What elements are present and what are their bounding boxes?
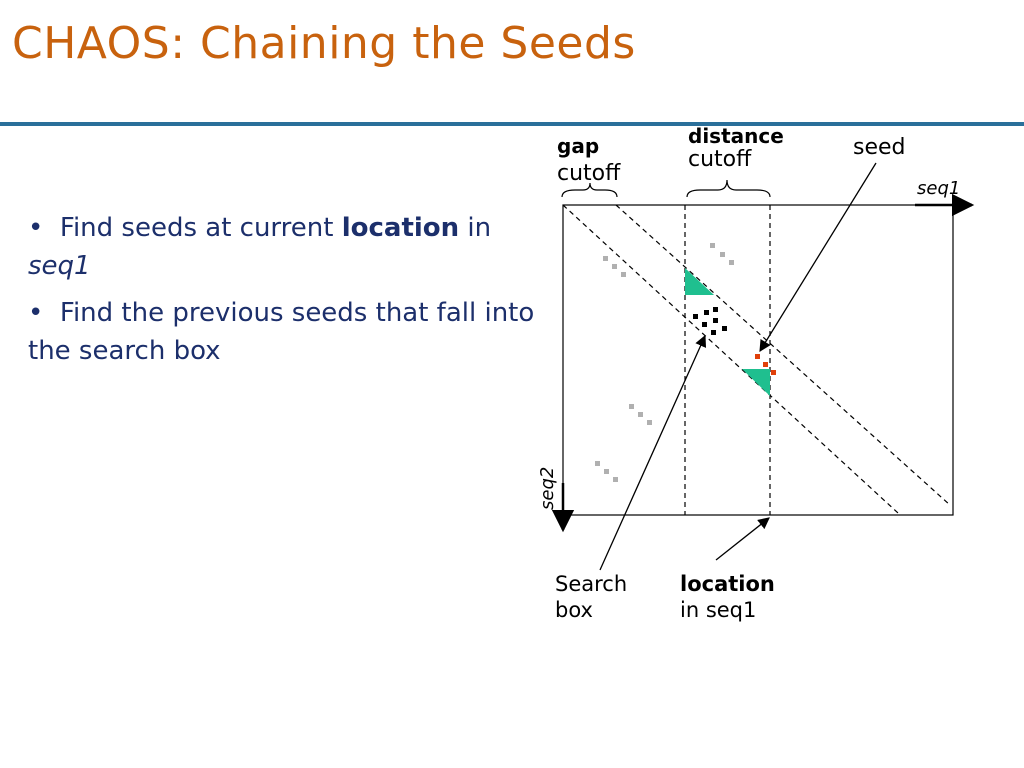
current-seed-dot xyxy=(771,370,776,375)
grey-seed-dot xyxy=(595,461,600,466)
bullet-1-italic: seq1 xyxy=(28,250,91,281)
current-seed-dot xyxy=(755,354,760,359)
seq2-label: seq2 xyxy=(537,467,558,510)
seed-pointer-arrow xyxy=(759,162,877,352)
gap-label: gap xyxy=(557,134,599,158)
bullet-marker: • xyxy=(28,213,60,243)
candidate-seeds xyxy=(693,307,727,335)
distance-cutoff-label: cutoff xyxy=(688,147,752,172)
grey-seed-dot xyxy=(612,264,617,269)
current-seed-dot xyxy=(763,362,768,367)
candidate-seed-dot xyxy=(711,330,716,335)
grey-seed-dot xyxy=(729,260,734,265)
band-line-lower xyxy=(615,204,951,506)
location-label: location xyxy=(680,572,775,596)
bullet-find-seeds: • Find seeds at current location in seq1 xyxy=(28,210,548,285)
grey-seed-dot xyxy=(638,412,643,417)
location-pointer-arrow xyxy=(715,517,770,561)
gap-cutoff-label: cutoff xyxy=(557,161,621,186)
seq1-label: seq1 xyxy=(917,178,960,199)
grey-seed-dot xyxy=(647,420,652,425)
candidate-seed-dot xyxy=(713,307,718,312)
grey-seed-dot xyxy=(720,252,725,257)
slide-title: CHAOS: Chaining the Seeds xyxy=(12,18,636,69)
current-seed xyxy=(755,354,776,375)
seed-label: seed xyxy=(853,135,906,160)
bullet-1-prefix: Find seeds at current xyxy=(59,213,342,243)
bullet-previous-seeds: • Find the previous seeds that fall into… xyxy=(28,295,548,370)
other-seeds xyxy=(595,243,734,482)
candidate-seed-dot xyxy=(693,314,698,319)
distance-cutoff-brace xyxy=(686,179,771,198)
bullet-2-text: Find the previous seeds that fall into t… xyxy=(28,298,535,367)
band-line-upper xyxy=(562,204,899,514)
candidate-seed-dot xyxy=(702,322,707,327)
search-box-label-line2: box xyxy=(555,598,593,622)
grey-seed-dot xyxy=(629,404,634,409)
title-divider xyxy=(0,122,1024,126)
grey-seed-dot xyxy=(710,243,715,248)
candidate-seed-dot xyxy=(722,326,727,331)
chained-seed-lower xyxy=(742,369,770,396)
search-box-label-line1: Search xyxy=(555,572,627,596)
grey-seed-dot xyxy=(621,272,626,277)
bullet-marker: • xyxy=(28,298,60,329)
bullet-1-bold: location xyxy=(341,213,460,243)
grey-seed-dot xyxy=(603,256,608,261)
distance-label: distance xyxy=(688,124,784,148)
grey-seed-dot xyxy=(613,477,618,482)
search-box-pointer-arrow xyxy=(599,334,707,571)
gap-cutoff-brace xyxy=(561,182,618,198)
bullet-1-mid: in xyxy=(459,213,492,243)
chained-seed-upper xyxy=(685,268,714,295)
dot-plot-frame xyxy=(562,204,954,516)
bullet-list: • Find seeds at current location in seq1… xyxy=(28,210,548,381)
candidate-seed-dot xyxy=(713,318,718,323)
grey-seed-dot xyxy=(604,469,609,474)
location-sub-label: in seq1 xyxy=(680,598,756,622)
candidate-seed-dot xyxy=(704,310,709,315)
